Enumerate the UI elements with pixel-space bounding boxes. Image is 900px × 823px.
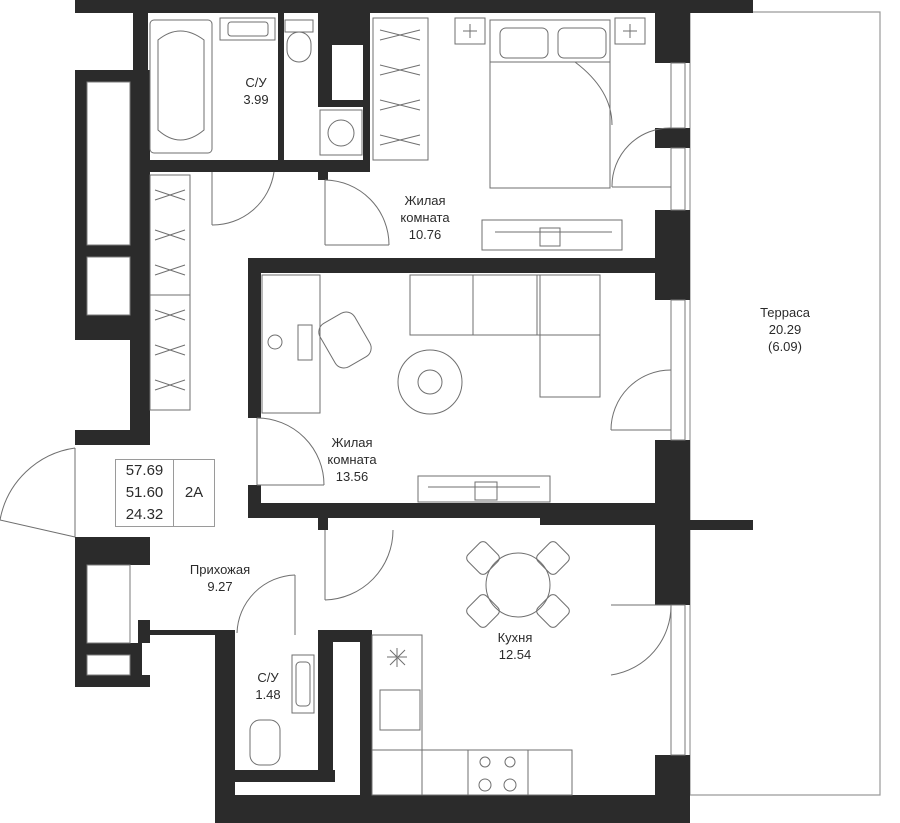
closet (372, 17, 429, 161)
doors (0, 127, 672, 676)
room-area: 20.29 (768, 322, 802, 337)
apartment-areas: 57.69 51.60 24.32 (116, 460, 174, 526)
room-name: Жилая (331, 435, 373, 450)
sofa (409, 274, 601, 336)
tv-stand (417, 475, 551, 503)
room-area: 13.56 (335, 469, 369, 484)
room-label-bathroom-1: С/У 3.99 (226, 74, 286, 108)
room-area: 10.76 (408, 227, 442, 242)
total-area: 57.69 (125, 462, 164, 479)
room-name: комната (400, 210, 450, 225)
tv-stand (481, 219, 623, 251)
room-area: 1.48 (255, 687, 281, 702)
room-name: С/У (245, 75, 267, 90)
walls (75, 0, 753, 823)
room-name: Жилая (404, 193, 446, 208)
room-label-bathroom-2: С/У 1.48 (238, 669, 298, 703)
furniture (149, 17, 646, 796)
sink (291, 654, 315, 714)
apartment-type: 2А (184, 484, 204, 501)
room-label-living-1: Жилая комната 10.76 (385, 192, 465, 243)
coffee-table (397, 349, 463, 415)
room-label-living-2: Жилая комната 13.56 (312, 434, 392, 485)
living-area: 24.32 (125, 506, 164, 523)
toilet (249, 719, 281, 766)
bathtub (149, 19, 213, 154)
room-area: 12.54 (498, 647, 532, 662)
room-area: 3.99 (243, 92, 269, 107)
net-area: 51.60 (125, 484, 164, 501)
stove (467, 749, 529, 796)
room-name: Терраса (760, 305, 810, 320)
sink (219, 17, 276, 41)
room-label-terrace: Терраса 20.29 (6.09) (745, 304, 825, 355)
closet (149, 294, 191, 411)
apartment-info-box: 57.69 51.60 24.32 2А (115, 459, 215, 527)
washing-machine (319, 109, 363, 156)
terrace-area (689, 11, 881, 796)
room-label-hallway: Прихожая 9.27 (180, 561, 260, 595)
room-area: 9.27 (207, 579, 233, 594)
room-name: Прихожая (189, 562, 251, 577)
room-name: комната (327, 452, 377, 467)
dining-table (485, 552, 551, 618)
room-area-reduced: (6.09) (768, 339, 802, 354)
room-name: С/У (257, 670, 279, 685)
room-label-kitchen: Кухня 12.54 (480, 629, 550, 663)
bed (489, 19, 611, 189)
desk (261, 274, 321, 414)
toilet (284, 19, 314, 33)
windows (86, 62, 686, 756)
room-name: Кухня (497, 630, 533, 645)
